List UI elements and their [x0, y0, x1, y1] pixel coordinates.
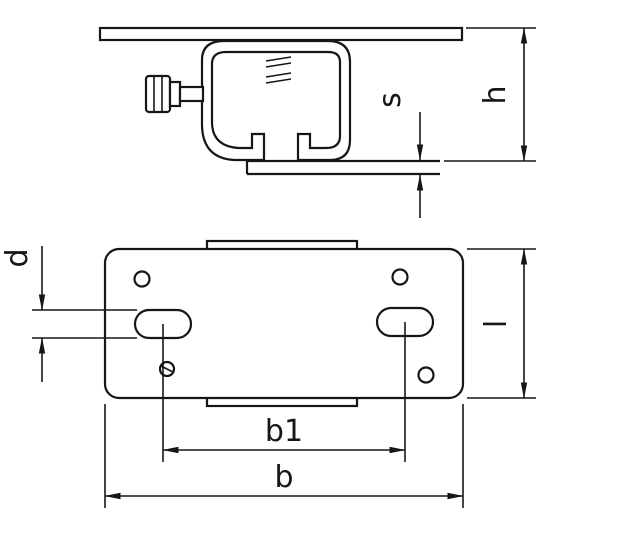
bolt-collar: [168, 80, 182, 108]
hole-top-right: [391, 268, 409, 286]
bolt-shaft: [178, 85, 205, 103]
base-plate: [103, 247, 465, 400]
dim-label-l: l: [479, 320, 514, 328]
dim-label-b: b: [274, 460, 293, 495]
dim-label-h: h: [478, 85, 513, 104]
dim-l: l: [467, 248, 536, 399]
clamp-bolt: [144, 74, 205, 114]
top-view: h s: [98, 26, 536, 218]
dim-label-b1: b1: [265, 414, 303, 449]
weld-marks-icon: [265, 56, 292, 84]
bolt-head: [144, 74, 172, 114]
dim-label-s: s: [373, 92, 408, 108]
dim-d: d: [0, 246, 137, 382]
dim-b1: b1: [162, 322, 406, 462]
dim-h: h: [444, 27, 536, 162]
dim-s: s: [373, 92, 424, 218]
dim-b: b: [104, 404, 464, 508]
hole-bottom-right: [417, 366, 435, 384]
hole-top-left: [133, 270, 151, 288]
mounting-plate-side: [98, 26, 464, 42]
rail-flange: [245, 159, 440, 176]
dim-label-d: d: [0, 248, 35, 267]
bottom-view: d l b1 b: [0, 239, 536, 508]
screw-bottom-left: [158, 360, 176, 378]
clamp-profile: [200, 39, 352, 162]
